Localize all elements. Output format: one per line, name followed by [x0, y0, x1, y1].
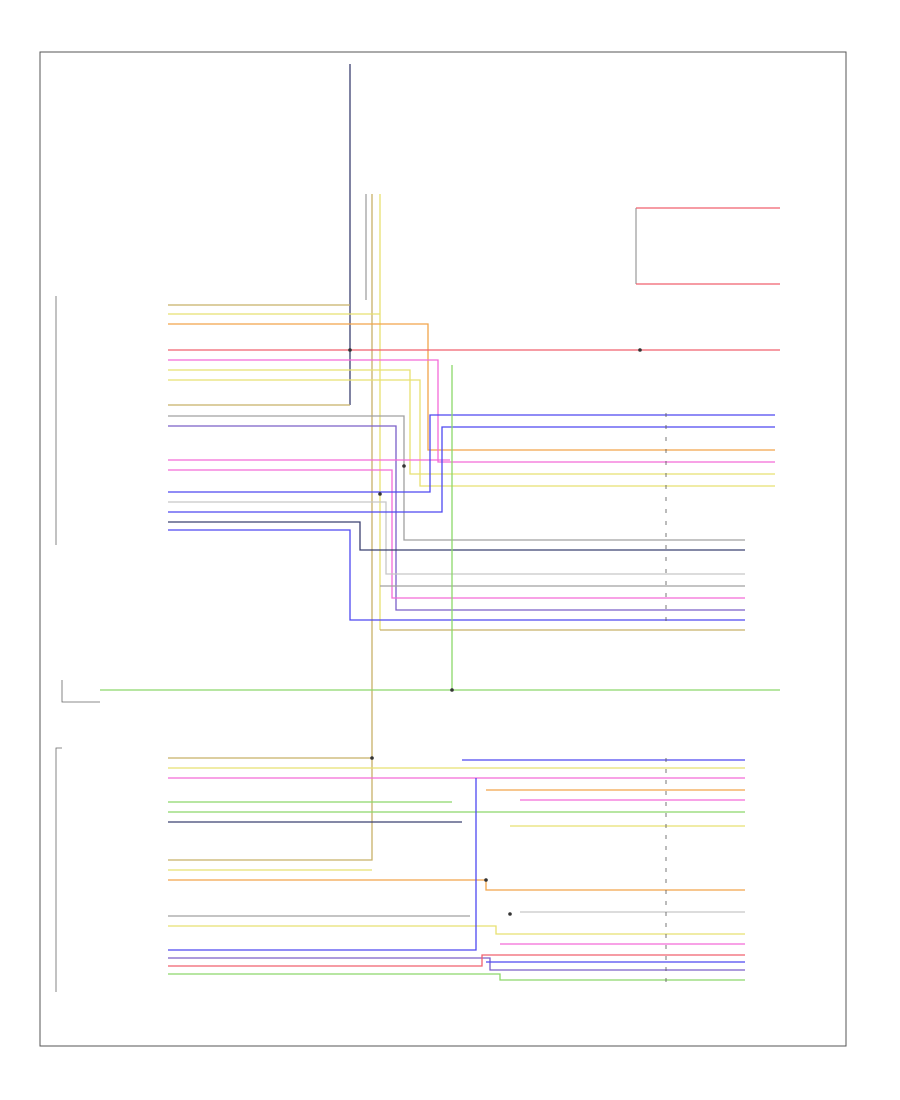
junction-8	[638, 348, 642, 352]
fp-wire-10	[168, 425, 745, 611]
fp-wire-13	[168, 414, 775, 493]
trunk-wire-tan	[340, 194, 373, 861]
fd-wire-14	[168, 954, 745, 967]
fp-wire-12	[168, 469, 745, 599]
fd-wire-9	[168, 879, 745, 891]
fp-wire-3	[168, 323, 775, 451]
fp-wire-9	[168, 415, 745, 541]
fp-wire-7	[168, 379, 775, 487]
fd-wire-13	[168, 957, 745, 971]
front-driver-module-bracket	[55, 747, 62, 992]
junction-5	[370, 756, 374, 760]
fp-wire-17	[168, 529, 745, 621]
junction-4	[450, 688, 454, 692]
junction-6	[484, 878, 488, 882]
fp-wire-5	[168, 359, 775, 463]
junction-1	[348, 348, 352, 352]
fd-wire-12	[168, 778, 477, 951]
left-switch-bracket	[61, 680, 100, 703]
junction-2	[378, 492, 382, 496]
fd-wire-15	[168, 973, 745, 981]
fp-wire-16	[168, 521, 745, 551]
diagram-frame	[39, 51, 847, 1047]
marks-layer	[348, 348, 667, 982]
fp-wire-14	[168, 501, 745, 575]
junction-3	[402, 464, 406, 468]
wires-layer	[100, 64, 780, 981]
junction-7	[508, 912, 512, 916]
fp-wire-15	[168, 426, 775, 513]
fp-wire-6	[168, 369, 775, 475]
fd-wire-11	[168, 925, 745, 935]
